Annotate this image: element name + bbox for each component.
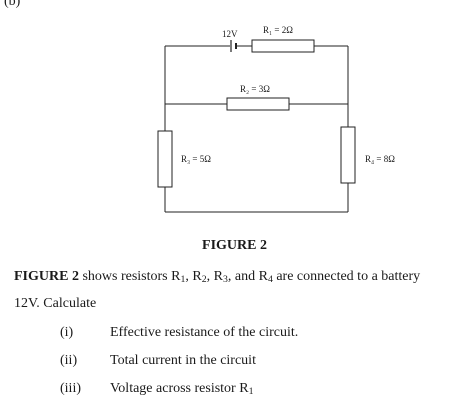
question-item: (i) Effective resistance of the circuit. [60,319,298,347]
subscript: 4 [267,274,273,285]
part-label: (b) [4,0,21,9]
r4-label: R₄ = 8Ω [365,154,395,164]
question-text: Effective resistance of the circuit. [110,325,299,340]
problem-line-2: 12V. Calculate [14,296,97,311]
problem-line-1: FIGURE 2 shows resistors R1, R2, R3, and… [14,263,469,290]
text-segment: , R [185,269,202,284]
question-item: (ii) Total current in the circuit [60,347,298,375]
resistor-r2 [226,97,290,111]
r3-label: R₃ = 5Ω [181,154,211,164]
text-segment: Voltage across resistor R [110,381,249,396]
text-segment: are connected to a battery [272,269,421,284]
r1-label: R₁ = 2Ω [263,25,293,35]
circuit-diagram: 12V R₁ = 2Ω R₂ = 3Ω R₃ = 5Ω R₄ = 8Ω [157,25,395,213]
resistor-r3 [157,130,173,188]
question-number: (i) [60,325,74,340]
question-text: Voltage across resistor R1 [110,375,253,403]
figure-reference: FIGURE 2 [14,269,79,284]
subscript: 1 [180,274,186,285]
text-segment: , and R [227,269,268,284]
question-item: (iii) Voltage across resistor R1 [60,375,298,403]
question-text: Total current in the circuit [110,353,256,368]
resistor-r4 [340,126,356,184]
question-list: (i) Effective resistance of the circuit.… [60,319,298,403]
question-number: (iii) [60,381,81,396]
text-segment: shows resistors R [78,269,181,284]
battery-label: 12V [222,29,238,39]
subscript: 3 [222,274,228,285]
subscript: 1 [248,386,254,397]
figure-caption: FIGURE 2 [202,238,267,253]
question-number: (ii) [60,353,78,368]
problem-statement: FIGURE 2 shows resistors R1, R2, R3, and… [14,263,469,317]
r2-label: R₂ = 3Ω [240,84,270,94]
resistor-r1 [251,39,315,53]
subscript: 2 [201,274,207,285]
text-segment: , R [206,269,223,284]
